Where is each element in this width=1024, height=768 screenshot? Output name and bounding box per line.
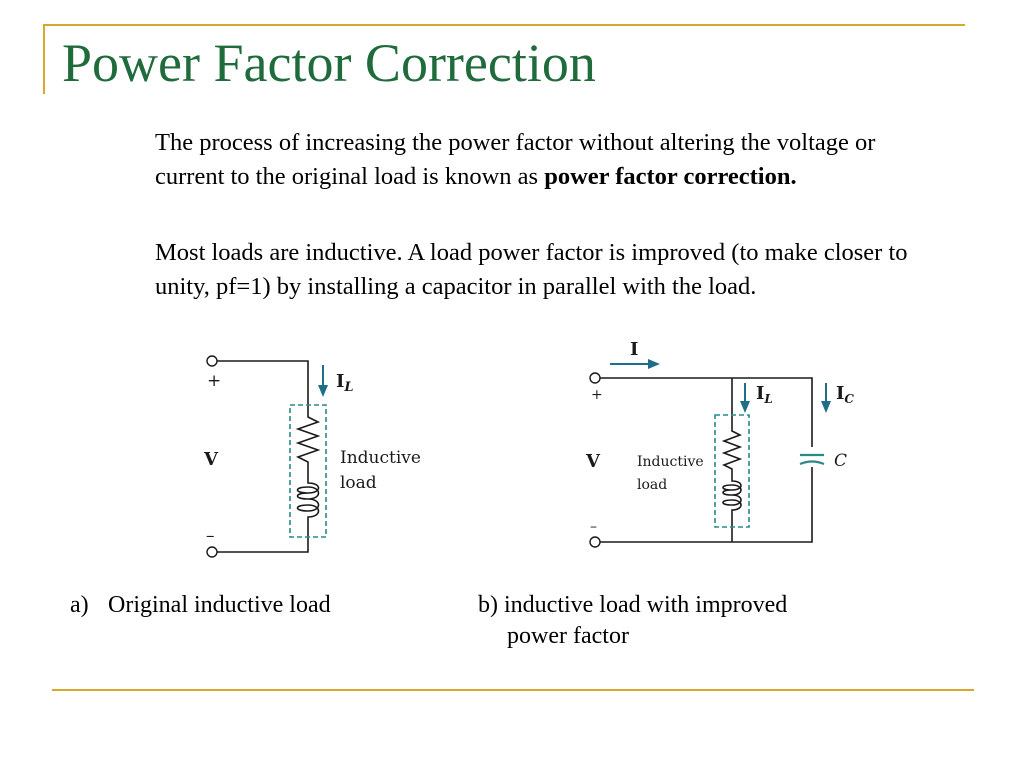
terminal-bottom-b: [589, 536, 601, 548]
inductive-load-box-a: [289, 404, 327, 538]
caption-a-text: Original inductive load: [108, 592, 331, 618]
resistor-a: [295, 405, 321, 475]
voltage-label-a: V: [203, 449, 219, 470]
load-current-arrowhead-b: [740, 401, 750, 413]
capacitor-label-b: C: [834, 451, 847, 471]
voltage-label-b: V: [585, 451, 601, 472]
bottom-wire-a: [217, 525, 309, 553]
paragraph-definition-text: The process of increasing the power fact…: [155, 129, 876, 190]
circuit-diagram-a: IL + V – Inductive load: [203, 355, 421, 558]
terminal-top-b: [589, 372, 601, 384]
plus-sign-a: +: [207, 371, 221, 391]
source-current-label-b: I: [630, 339, 638, 360]
resistor-b: [721, 423, 743, 475]
bottom-wire-b: [600, 467, 813, 543]
cap-current-arrowhead-b: [821, 401, 831, 413]
paragraph-definition: The process of increasing the power fact…: [155, 126, 945, 194]
load-label-b-line2: load: [637, 477, 667, 493]
frame-bottom-rule: [52, 689, 974, 691]
load-label-b-line1: Inductive: [637, 454, 704, 470]
top-wire-b: [600, 377, 813, 447]
top-wire-a: [217, 360, 309, 405]
terminal-top-a: [206, 355, 218, 367]
terminal-bottom-a: [206, 546, 218, 558]
capacitor-plate-bottom-b: [799, 460, 825, 466]
inductor-b: [722, 475, 742, 515]
slide-title: Power Factor Correction: [62, 33, 596, 93]
caption-b-line1: b) inductive load with improved: [478, 592, 788, 618]
minus-sign-b: –: [590, 519, 597, 535]
circuit-diagram-b: C I IL IC + V – Inductive load: [585, 339, 854, 548]
paragraph-definition-term: power factor correction.: [544, 163, 797, 190]
source-current-arrowhead-b: [648, 359, 660, 369]
paragraph-inductive-loads: Most loads are inductive. A load power f…: [155, 239, 908, 300]
load-label-a-line2: load: [340, 473, 377, 493]
inductive-load-box-b: [714, 414, 750, 528]
load-current-label-b: IL: [756, 383, 773, 406]
current-arrowhead-a: [318, 385, 328, 397]
caption-b-line2: power factor: [507, 623, 629, 649]
plus-sign-b: +: [591, 387, 603, 403]
inductor-a: [296, 475, 320, 525]
frame-left-rule: [43, 24, 45, 94]
caption-a-letter: a): [70, 592, 89, 618]
current-label-a: IL: [336, 371, 354, 395]
frame-top-rule: [43, 24, 965, 26]
load-label-a-line1: Inductive: [340, 448, 421, 468]
minus-sign-a: –: [206, 526, 215, 546]
cap-current-label-b: IC: [836, 383, 854, 406]
